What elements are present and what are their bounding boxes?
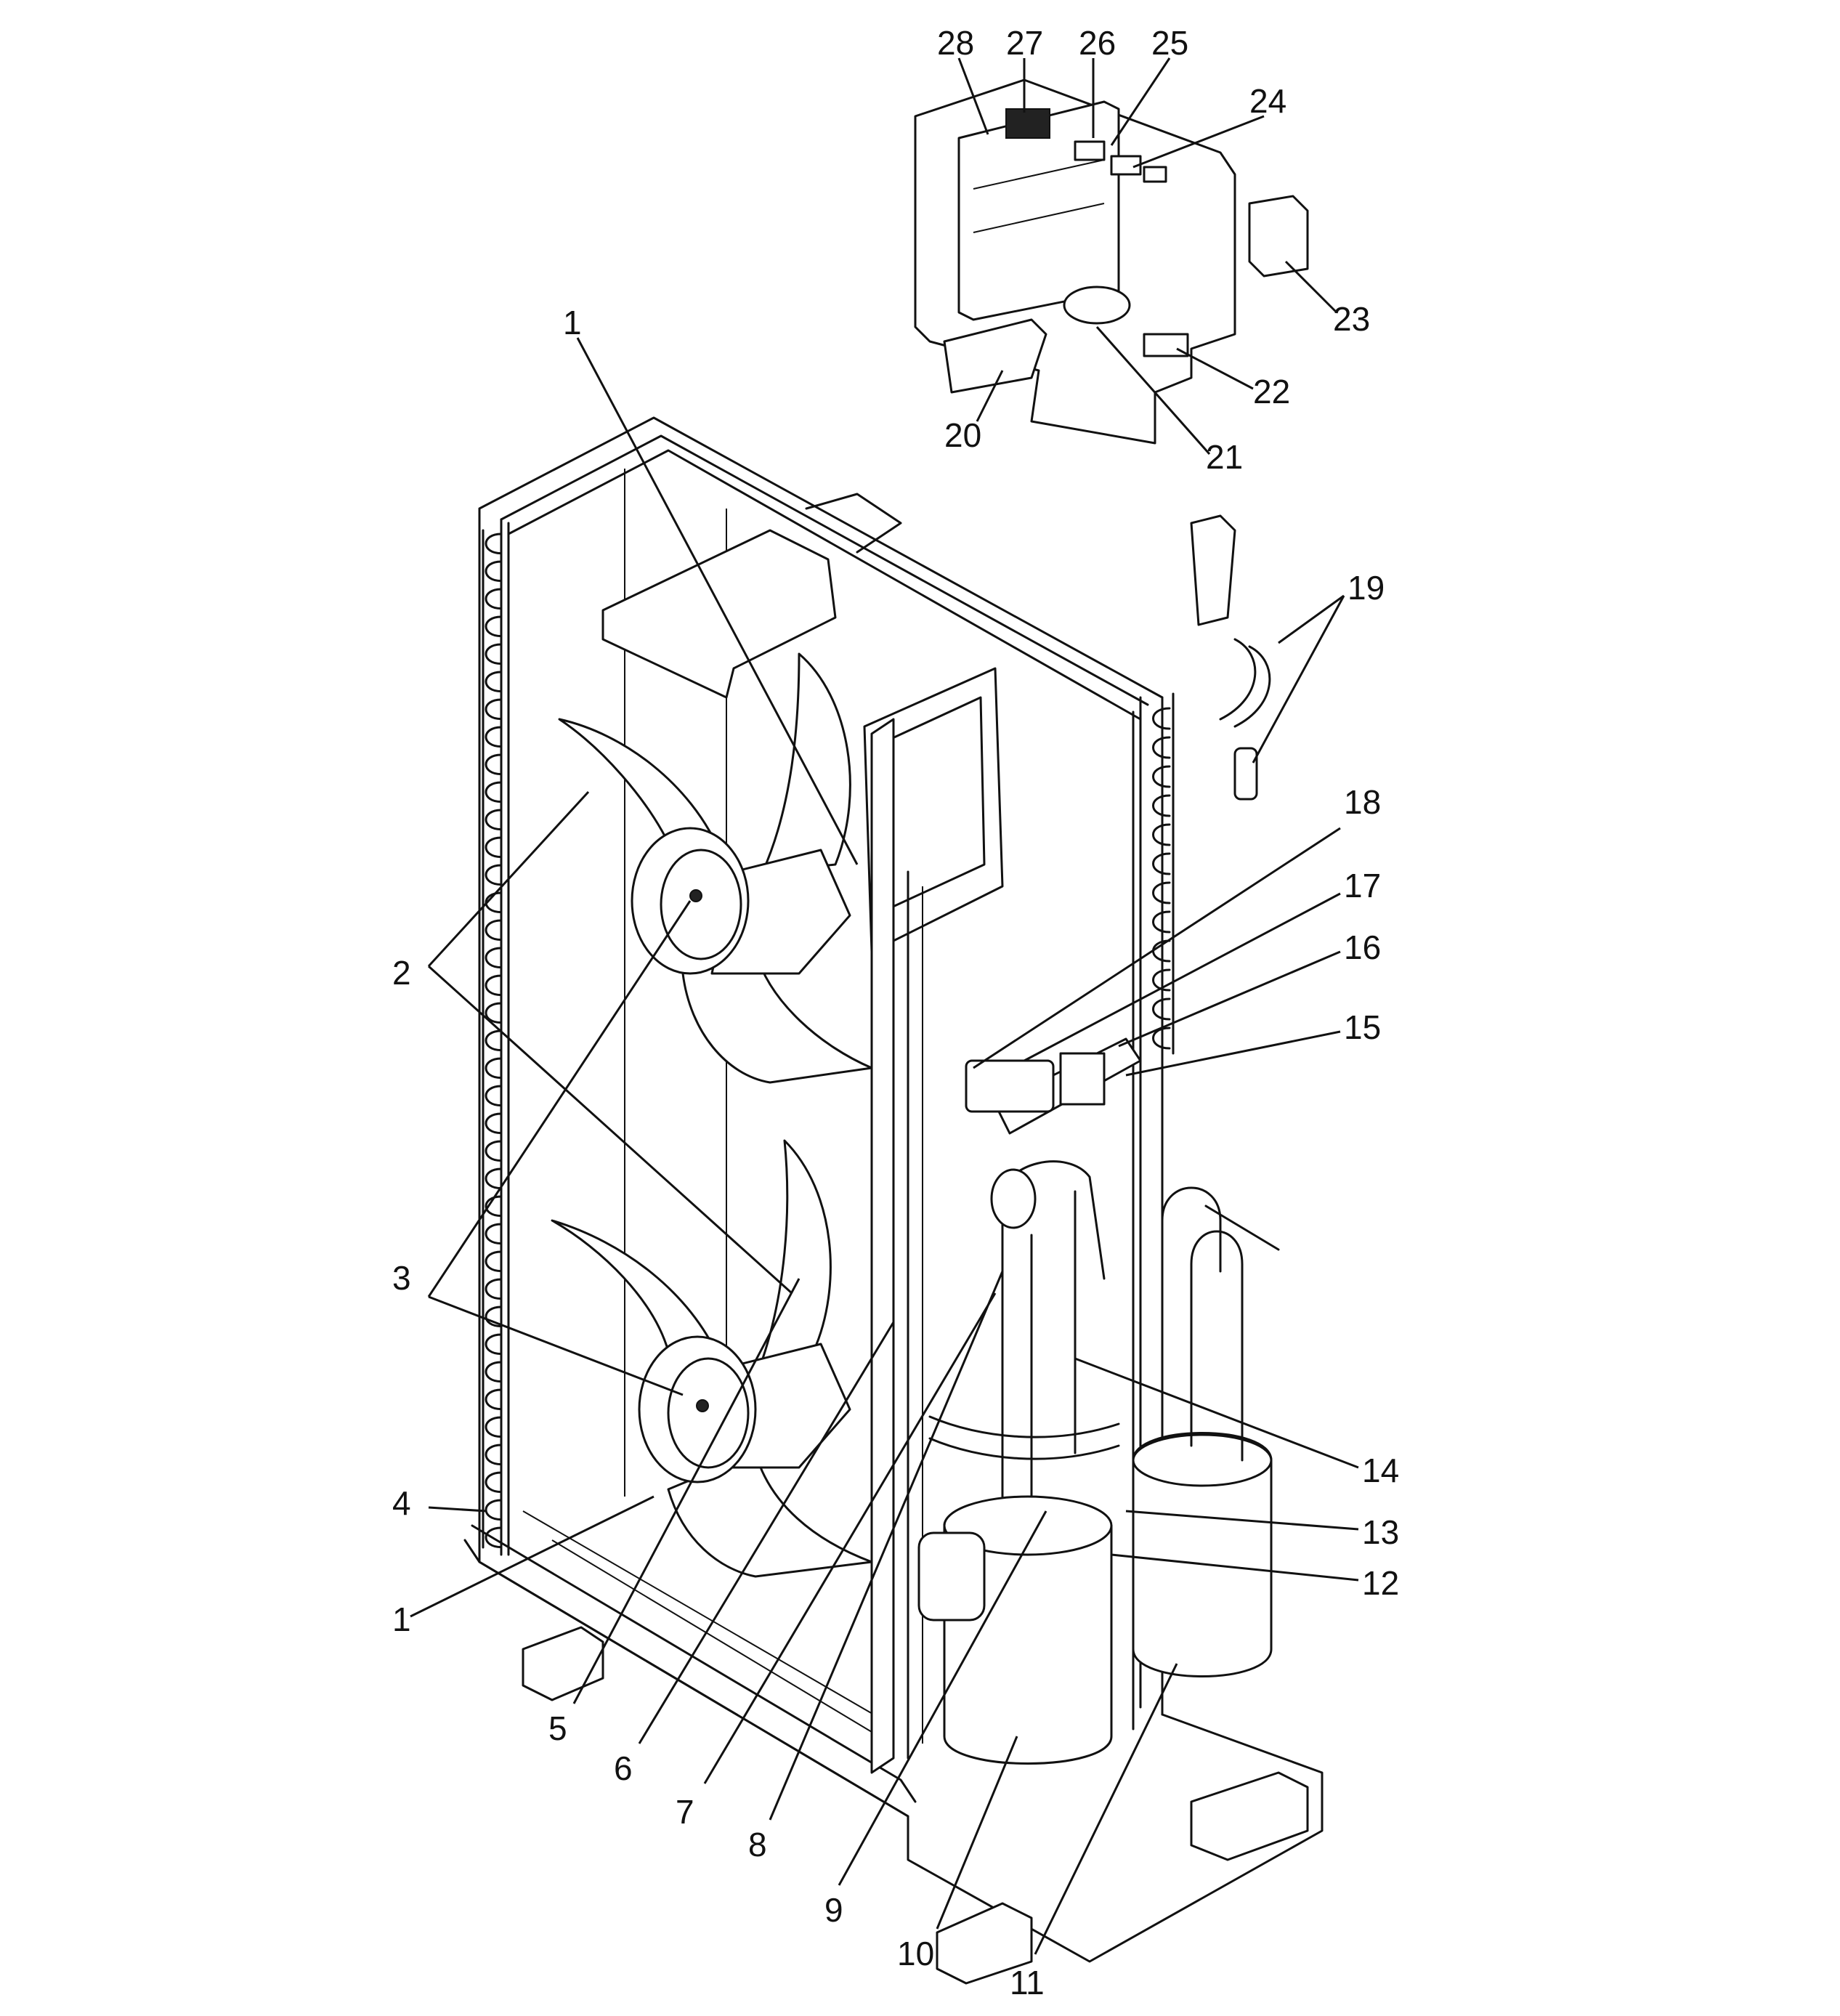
coil-hairpin xyxy=(485,947,503,969)
coil-hairpin xyxy=(485,1112,503,1135)
coil-hairpin xyxy=(485,1057,503,1080)
coil-hairpin xyxy=(485,809,503,831)
coil-hairpin xyxy=(1152,852,1171,875)
coil-hairpin xyxy=(485,1471,503,1494)
coil-hairpin xyxy=(485,974,503,997)
coil-hairpin xyxy=(485,1388,503,1411)
callout-21: 21 xyxy=(1206,438,1243,476)
coil-hairpin xyxy=(485,836,503,859)
coil-hairpin xyxy=(485,864,503,886)
coil-hairpin xyxy=(1152,707,1171,730)
coil-hairpin xyxy=(485,1167,503,1190)
refrigerant-piping xyxy=(928,1037,1280,1498)
callout-9: 9 xyxy=(824,1891,843,1929)
thermistor-set xyxy=(1190,514,1271,801)
coil-hairpin xyxy=(1152,765,1171,788)
callout-15: 15 xyxy=(1344,1008,1381,1046)
coil-hairpin xyxy=(1152,794,1171,817)
motor-support-bracket xyxy=(601,493,1004,953)
callout-25: 25 xyxy=(1151,24,1188,62)
callout-12: 12 xyxy=(1362,1564,1399,1602)
coil-hairpin xyxy=(485,1002,503,1024)
coil-hairpin xyxy=(485,1223,503,1245)
coil-hairpin xyxy=(485,726,503,748)
coil-hairpin xyxy=(1152,1027,1171,1050)
coil-hairpin xyxy=(485,753,503,776)
callout-labels: 1 1 2 3 4 5 6 7 8 9 10 11 12 13 14 15 16… xyxy=(392,24,1399,2001)
coil-hairpin xyxy=(485,615,503,638)
coil-hairpin xyxy=(1152,881,1171,904)
leader-lines xyxy=(410,57,1359,1955)
lower-propeller-fan xyxy=(551,1139,873,1578)
coil-hairpin xyxy=(1152,823,1171,846)
callout-16: 16 xyxy=(1344,928,1381,966)
callout-26: 26 xyxy=(1079,24,1116,62)
callout-28: 28 xyxy=(937,24,974,62)
coil-hairpin xyxy=(485,1305,503,1328)
callout-27: 27 xyxy=(1006,24,1043,62)
coil-hairpin xyxy=(1152,910,1171,934)
callout-23: 23 xyxy=(1333,300,1370,338)
callout-5: 5 xyxy=(548,1709,567,1747)
callout-22: 22 xyxy=(1253,373,1290,410)
coil-hairpin xyxy=(485,560,503,583)
callout-13: 13 xyxy=(1362,1513,1399,1551)
coil-hairpin xyxy=(485,1250,503,1273)
coil-hairpin xyxy=(485,1029,503,1052)
callout-17: 17 xyxy=(1344,867,1381,904)
callout-14: 14 xyxy=(1362,1452,1399,1489)
coil-hairpin xyxy=(1152,997,1171,1021)
coil-hairpin xyxy=(485,643,503,665)
coil-hairpin xyxy=(485,1416,503,1438)
coil-hairpin xyxy=(485,698,503,721)
coil-hairpin xyxy=(485,1278,503,1300)
coil-hairpin xyxy=(485,919,503,942)
callout-7: 7 xyxy=(676,1793,694,1831)
callout-18: 18 xyxy=(1344,783,1381,821)
callout-8: 8 xyxy=(748,1826,767,1863)
coil-hairpin xyxy=(485,1361,503,1383)
coil-hairpins-left xyxy=(485,533,503,1549)
accumulator xyxy=(1132,1432,1273,1677)
callout-11: 11 xyxy=(1010,1964,1045,2001)
coil-hairpin xyxy=(485,1444,503,1466)
callout-4: 4 xyxy=(392,1484,411,1522)
partition-panel xyxy=(870,718,923,1774)
coil-hairpin xyxy=(485,588,503,610)
coil-hairpin xyxy=(485,1526,503,1549)
coil-hairpin xyxy=(485,671,503,693)
coil-hairpin xyxy=(485,1085,503,1107)
coil-hairpin xyxy=(485,1499,503,1521)
callout-20: 20 xyxy=(944,416,981,454)
coil-hairpin xyxy=(1152,968,1171,992)
callout-10: 10 xyxy=(897,1935,934,1972)
compressor xyxy=(917,1495,1113,1765)
callout-1-top: 1 xyxy=(563,304,582,341)
coil-hairpin xyxy=(485,1140,503,1162)
callout-3: 3 xyxy=(392,1259,411,1297)
callout-2: 2 xyxy=(392,954,411,992)
upper-propeller-fan xyxy=(558,652,873,1084)
callout-1-bottom: 1 xyxy=(392,1600,411,1638)
coil-hairpin xyxy=(485,1333,503,1356)
coil-hairpin xyxy=(485,533,503,555)
coil-hairpins-right xyxy=(1152,707,1171,1050)
callout-19: 19 xyxy=(1347,569,1385,607)
callout-6: 6 xyxy=(614,1749,633,1787)
callout-24: 24 xyxy=(1249,82,1286,120)
coil-hairpin xyxy=(485,781,503,803)
coil-hairpin xyxy=(1152,736,1171,759)
control-box xyxy=(914,78,1309,445)
